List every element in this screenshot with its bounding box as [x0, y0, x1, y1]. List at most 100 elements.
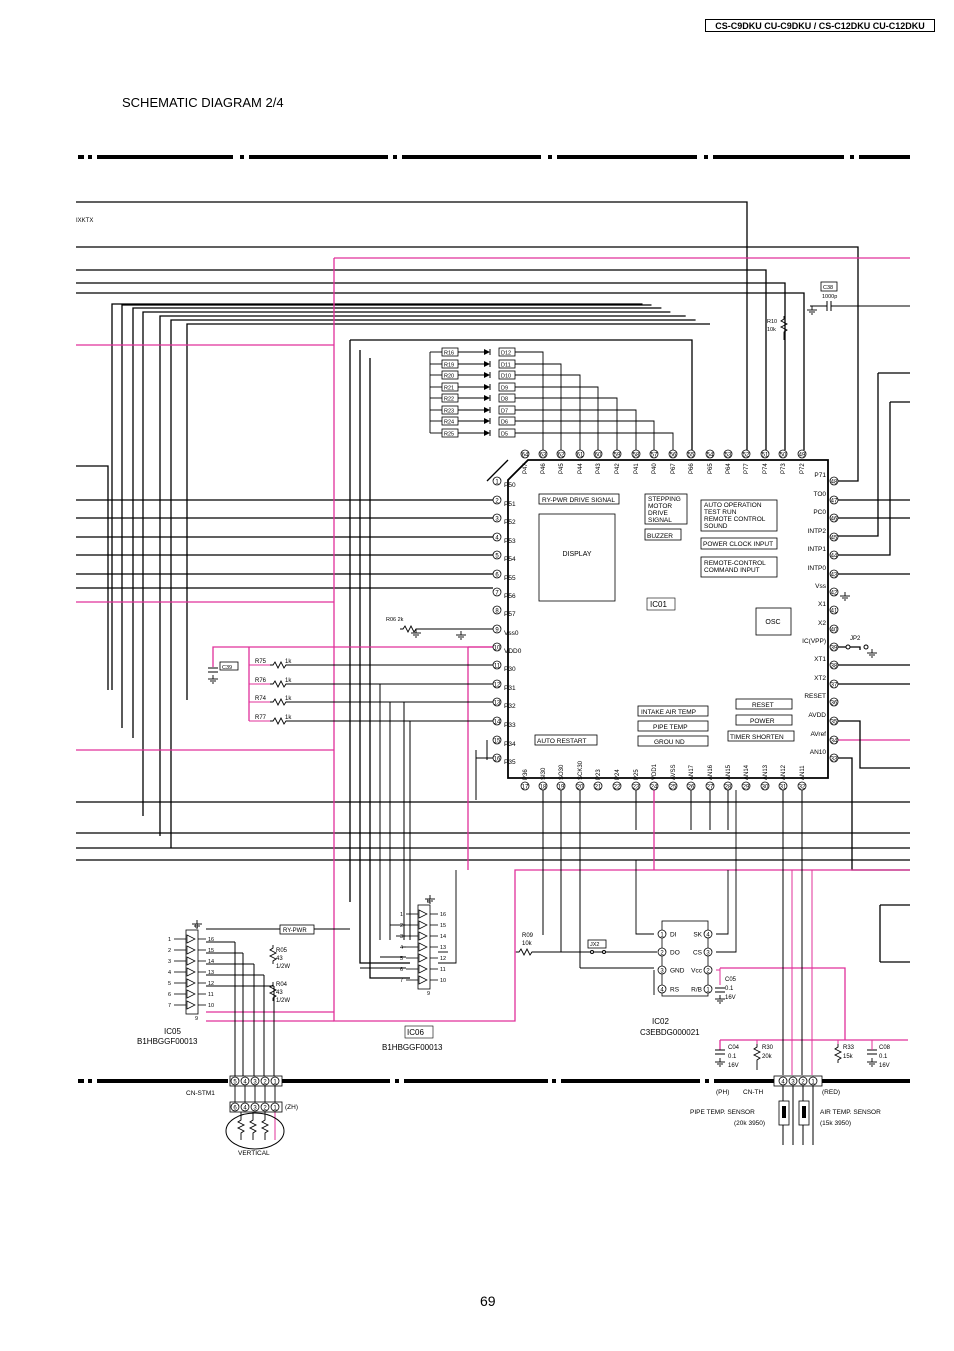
pin-number: 54 — [707, 452, 714, 458]
ic06-pin-number: 11 — [440, 967, 446, 973]
ic05-pin-number: 10 — [208, 1003, 214, 1009]
ic06-buffer — [418, 953, 428, 963]
r09-resistor — [516, 947, 535, 957]
pin-number: 15 — [494, 738, 501, 744]
pin-number: 4 — [243, 1079, 247, 1085]
led-diode-box — [498, 347, 516, 357]
pin-number: 3 — [660, 968, 664, 974]
auto-restart-label: AUTO RESTART — [537, 738, 587, 745]
ic01-bottom-pin — [705, 781, 715, 791]
ic05-pin-number: 8 — [195, 924, 198, 930]
ic01-pin-label: SO30 — [559, 764, 565, 780]
ic01-bottom-pin — [612, 781, 622, 791]
ic01-pin-label: TO0 — [813, 491, 826, 498]
pin-number: 4 — [243, 1105, 247, 1111]
ic06-ref: IC06 — [407, 1028, 424, 1037]
r77-label: R77 — [255, 715, 267, 721]
ic01-right-pin — [829, 495, 839, 505]
jx2-label: JX2 — [590, 942, 599, 948]
ic01-top-pin — [705, 449, 715, 459]
led-resistor-box — [441, 347, 459, 357]
ic05-buffer — [186, 1000, 196, 1010]
ic01-pin-label: AN12 — [781, 764, 787, 780]
ic01-left-pin — [492, 605, 502, 615]
ic01-bottom-pin — [631, 781, 641, 791]
ic02-ref: IC02 — [652, 1017, 669, 1026]
led-diode-label: D9 — [501, 386, 508, 392]
r33-value: 15k — [843, 1054, 854, 1060]
jp2-label: JP2 — [850, 636, 861, 642]
ic01-pin-label: P57 — [504, 611, 516, 618]
ic01-pin-label: VDD1 — [652, 763, 658, 780]
ic05-buffer — [186, 945, 196, 955]
ic01-top-pin — [520, 449, 530, 459]
pin-number: 3 — [253, 1105, 257, 1111]
pin-number: 5 — [495, 553, 499, 559]
cn-stm1-pin — [240, 1076, 250, 1086]
r09-label: R09 — [522, 933, 534, 939]
ic01-left-pin — [492, 660, 502, 670]
ic02-left-pin — [657, 947, 667, 957]
wire-top — [76, 282, 786, 450]
led-resistor-box — [441, 405, 459, 415]
c39-box — [219, 661, 239, 671]
pin-number: 36 — [831, 700, 838, 706]
pin-number: 47 — [831, 498, 838, 504]
pipe-sensor-thermistor — [782, 1106, 786, 1118]
air-sensor-value: (15k 3950) — [820, 1120, 851, 1127]
ic06-pin-number: 14 — [440, 934, 446, 940]
ic06-pin-number: 9 — [427, 991, 430, 997]
remote-command-label: COMMAND INPUT — [704, 567, 760, 574]
led-resistor-label: R25 — [444, 432, 454, 438]
power-label: POWER — [750, 718, 775, 725]
cn-stm1-label: CN-STM1 — [186, 1090, 215, 1097]
r05-resistor — [268, 945, 278, 964]
ic01-top-pin — [686, 449, 696, 459]
wire — [486, 459, 509, 482]
ic06-buffer — [418, 909, 428, 919]
air-sensor-label: AIR TEMP. SENSOR — [820, 1109, 881, 1116]
wire-top — [76, 269, 767, 450]
pin-number: 58 — [633, 452, 640, 458]
ic01-pin-label: XT1 — [814, 656, 826, 663]
ic05-pin-number: 2 — [168, 948, 171, 954]
ic01-right-pin — [829, 624, 839, 634]
auto-operation-label: REMOTE CONTROL — [704, 516, 766, 523]
pin-number: 61 — [577, 452, 584, 458]
pin-number: 1 — [273, 1105, 277, 1111]
ic01-right-pin — [829, 605, 839, 615]
pin-number: 64 — [522, 452, 529, 458]
ic05-buffer — [186, 934, 196, 944]
ic02-right-pin — [703, 947, 713, 957]
power-clock-block — [700, 537, 778, 550]
c08-value: 0.1 — [879, 1054, 888, 1060]
ic06-pin-number: 1 — [400, 912, 403, 918]
c38-value: 1000p — [822, 294, 837, 300]
pin-number: 8 — [495, 608, 499, 614]
ic01-pin-label: P66 — [689, 463, 695, 474]
ic02-right-pin — [703, 984, 713, 994]
diode — [484, 395, 490, 401]
r04-watt: 1/2W — [276, 998, 290, 1004]
ic01-pin-label: P25 — [634, 769, 640, 780]
ic01-ref: IC01 — [650, 600, 667, 609]
ic06-pin-number: 10 — [440, 978, 446, 984]
ic01-right-pin — [829, 532, 839, 542]
pin-number: 49 — [799, 452, 806, 458]
ic01-bottom-pin — [668, 781, 678, 791]
ic02-pin-label: Vcc — [691, 968, 703, 975]
ic01-left-pin — [492, 495, 502, 505]
wire-vertical — [186, 323, 710, 700]
pin-number: 39 — [831, 645, 838, 651]
c08-volt: 16V — [879, 1063, 890, 1069]
ic01-bottom-pin — [760, 781, 770, 791]
wire-top — [76, 246, 859, 482]
diode — [484, 361, 490, 367]
cn-th-pin — [808, 1076, 818, 1086]
r76-value: 1k — [285, 678, 292, 684]
timer-shorten-label: TIMER SHORTEN — [730, 734, 784, 741]
ic01-right-pin — [829, 569, 839, 579]
ic05-pin-number: 3 — [168, 959, 171, 965]
ic01-pin-label: P50 — [504, 482, 516, 489]
